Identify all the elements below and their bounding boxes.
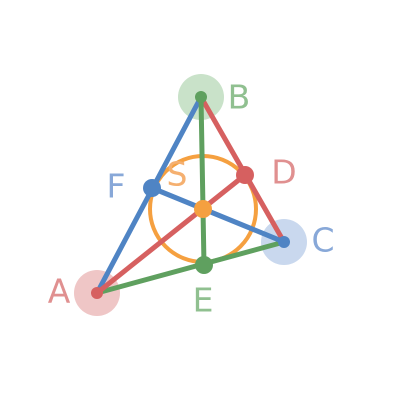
point-a-dot <box>91 287 103 299</box>
point-e-dot <box>195 256 213 274</box>
point-f-dot <box>143 179 161 197</box>
point-s-label: S <box>167 155 188 194</box>
point-b-label: B <box>228 78 251 117</box>
segment-a-c <box>94 239 287 296</box>
point-a-label: A <box>48 272 71 311</box>
point-c-dot <box>278 236 290 248</box>
median-a-d <box>94 172 248 296</box>
point-d-dot <box>236 166 254 184</box>
point-f-label: F <box>107 167 126 206</box>
point-e-label: E <box>193 281 214 320</box>
point-b-dot <box>195 91 207 103</box>
point-d-label: D <box>271 153 296 192</box>
point-c-label: C <box>311 221 334 260</box>
median-c-f <box>149 185 287 245</box>
point-s-dot <box>194 200 212 218</box>
median-b-e <box>198 94 207 268</box>
